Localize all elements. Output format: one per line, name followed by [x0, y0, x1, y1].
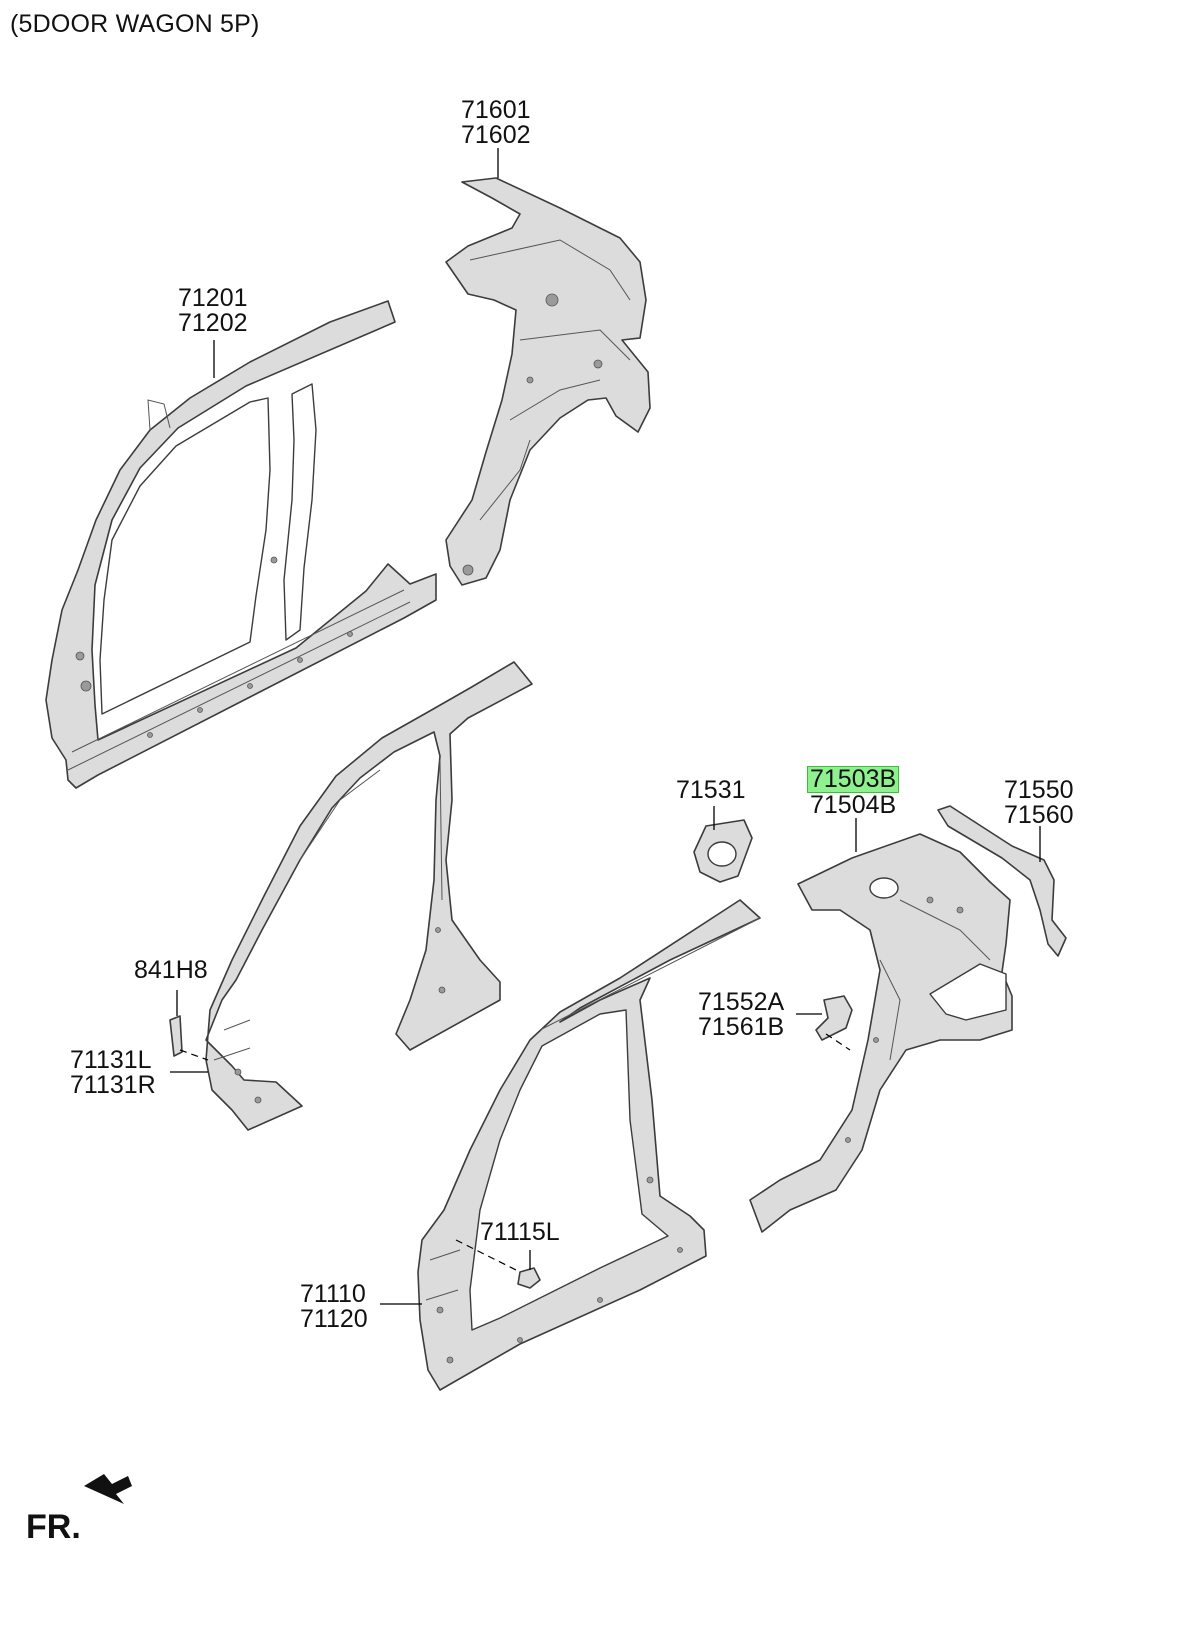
part-side-outer-front[interactable] [205, 661, 533, 1131]
part-71201-side-inner[interactable] [45, 300, 437, 789]
label-71115L[interactable]: 71115L [480, 1218, 560, 1246]
front-direction-label: FR. [26, 1508, 81, 1546]
part-71552A-bracket[interactable] [815, 995, 853, 1041]
label-71552A-71561B[interactable]: 71552A 71561B [698, 988, 785, 1041]
label-71131L-71131R[interactable]: 71131L 71131R [70, 1046, 156, 1099]
front-arrow-icon [84, 1474, 132, 1504]
label-71550-71560[interactable]: 71550 71560 [1004, 776, 1074, 829]
diagram-title: (5DOOR WAGON 5P) [10, 10, 260, 38]
part-71503B-quarter-outer[interactable] [749, 833, 1013, 1233]
part-71531-fuel-housing[interactable] [693, 819, 753, 883]
label-71201-71202[interactable]: 71201 71202 [178, 284, 248, 337]
leader-lines [170, 148, 1041, 1305]
label-841H8[interactable]: 841H8 [134, 956, 208, 984]
part-71110-side-outer[interactable] [417, 899, 761, 1391]
highlighted-part-number: 71503B [807, 766, 900, 793]
label-71531[interactable]: 71531 [676, 776, 746, 804]
part-841H8-pad[interactable] [169, 1015, 183, 1057]
label-71110-71120[interactable]: 71110 71120 [300, 1280, 368, 1333]
label-71601-71602[interactable]: 71601 71602 [461, 96, 531, 149]
label-71503B-71504B[interactable]: 71503B 71504B [807, 766, 900, 818]
part-71601-quarter-inner[interactable] [445, 177, 651, 586]
part-71115L-nut[interactable] [517, 1267, 541, 1289]
part-71550-extension[interactable] [937, 805, 1067, 957]
